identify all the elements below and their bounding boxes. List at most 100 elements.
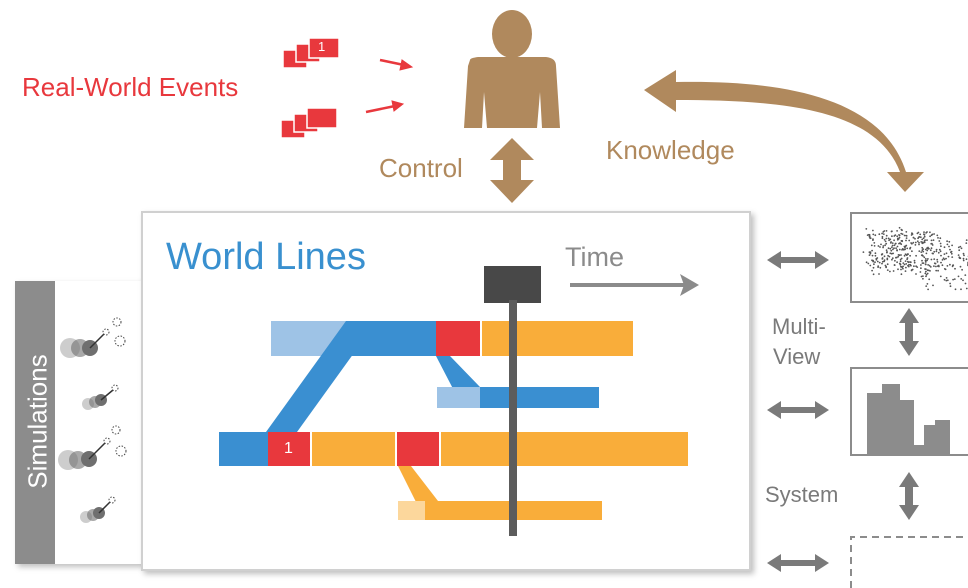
scatter-dot	[868, 254, 871, 256]
scatter-dot	[886, 251, 888, 254]
scatter-dot	[937, 269, 939, 272]
scatter-dot	[900, 268, 902, 271]
scatter-dot	[951, 244, 953, 247]
scatter-dot	[901, 229, 903, 232]
scatter-dot	[891, 244, 894, 247]
scatter-dot	[886, 263, 889, 266]
scatter-dot	[900, 254, 902, 256]
scatter-dot	[932, 252, 934, 255]
scatter-dot	[940, 245, 942, 248]
scatter-dot	[924, 248, 927, 251]
scatter-dot	[957, 275, 960, 278]
scatter-dot	[914, 244, 917, 246]
scatter-dot	[901, 248, 904, 250]
scatter-dot	[928, 264, 931, 267]
scatter-dot	[927, 269, 930, 272]
scatter-dot	[898, 226, 901, 229]
scatter-dot	[922, 277, 924, 280]
scatter-dot	[877, 265, 880, 267]
scatter-dot	[911, 242, 913, 245]
control-label: Control	[379, 153, 463, 183]
scatter-dot	[901, 233, 904, 236]
scatter-dot	[882, 246, 884, 249]
scatter-dot	[869, 264, 872, 267]
scatter-dot	[893, 244, 896, 247]
scatter-dot	[891, 246, 893, 249]
scatter-dot	[896, 237, 899, 240]
time-label: Time	[565, 242, 624, 272]
scatter-dot	[871, 259, 873, 262]
scatter-dot	[884, 240, 887, 243]
time-slider[interactable]	[484, 266, 541, 536]
scatter-dot	[903, 263, 906, 266]
multi-view-label-2: View	[773, 344, 821, 369]
scatter-dot	[911, 268, 914, 271]
scatter-dot	[874, 252, 877, 255]
scatter-dot	[899, 258, 902, 261]
scatter-dot	[926, 249, 929, 252]
scatter-dot	[931, 244, 934, 246]
scatter-dot	[941, 259, 944, 261]
scatter-dot	[907, 264, 909, 267]
scatter-dot	[909, 261, 911, 263]
scatter-dot	[905, 266, 907, 269]
scatter-dot	[890, 241, 892, 243]
scatter-dot	[924, 272, 927, 275]
scatter-dot	[919, 236, 922, 239]
knowledge-arrow-icon	[644, 70, 924, 192]
scatter-dot	[938, 240, 941, 242]
scatter-dot	[949, 282, 951, 285]
scatter-dot	[945, 252, 948, 255]
scatter-dot	[959, 245, 962, 248]
scatter-dot	[890, 249, 893, 252]
scatter-dot	[960, 288, 962, 291]
scatter-dot	[932, 284, 934, 287]
scatter-dot	[898, 234, 901, 237]
scatter-dot	[932, 239, 935, 242]
scatter-dot	[922, 237, 925, 240]
scatter-dot	[946, 243, 949, 246]
scatter-dot	[889, 247, 892, 250]
scatter-dot	[918, 250, 921, 253]
scatter-dot	[915, 265, 917, 268]
scatter-dot	[895, 247, 897, 250]
scatter-dot	[922, 275, 924, 277]
scatter-dot	[889, 270, 891, 273]
scatter-dot	[930, 234, 933, 237]
scatter-dot	[929, 235, 931, 238]
scatter-dot	[909, 247, 911, 250]
scatter-dot	[925, 275, 927, 278]
scatter-dot	[951, 265, 954, 268]
scatter-dot	[902, 262, 905, 264]
scatter-dot	[935, 248, 938, 251]
scatter-dot	[907, 261, 910, 264]
scatter-dot	[869, 251, 872, 254]
scatter-dot	[962, 252, 965, 255]
scatter-dot	[905, 239, 907, 242]
scatter-dot	[958, 257, 961, 259]
scatter-dot	[905, 231, 908, 233]
event-cards-icon-top	[282, 37, 340, 69]
scatter-dot	[927, 288, 929, 291]
scatter-dot	[949, 248, 951, 251]
scatter-dot	[903, 234, 906, 237]
scatter-dot	[948, 245, 950, 248]
scatter-dot	[941, 264, 944, 267]
scatter-dot	[957, 254, 960, 256]
histogram-view-icon	[850, 367, 968, 456]
scatter-dot	[914, 237, 916, 240]
scatter-dot	[954, 288, 957, 291]
scatter-dot	[937, 237, 939, 239]
scatter-dot	[930, 242, 933, 245]
scatter-dot	[946, 279, 949, 282]
scatter-dot	[933, 265, 935, 267]
scatter-dot	[882, 245, 885, 247]
scatter-dot	[921, 246, 924, 249]
scatter-dot	[876, 260, 879, 263]
scatter-dot	[885, 265, 887, 268]
event-arrow-icons	[365, 58, 414, 114]
scatter-dot	[959, 265, 962, 268]
scatter-dot	[948, 240, 951, 243]
scatter-dot	[892, 252, 894, 255]
scatter-dot	[923, 256, 926, 259]
